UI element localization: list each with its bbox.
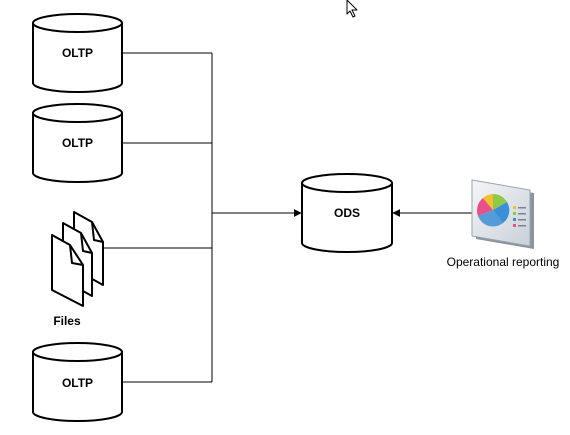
oltp-label-3: OLTP (62, 376, 93, 390)
files-label: Files (53, 314, 81, 328)
files-icon[interactable] (51, 211, 104, 307)
ods-database[interactable]: ODS (301, 173, 393, 253)
oltp-database-3[interactable]: OLTP (32, 342, 123, 422)
oltp-label-1: OLTP (62, 46, 93, 60)
mouse-cursor-icon (346, 0, 358, 18)
oltp-database-1[interactable]: OLTP (32, 13, 123, 93)
oltp-label-2: OLTP (62, 136, 93, 150)
connectors (103, 52, 472, 383)
oltp-database-2[interactable]: OLTP (32, 103, 123, 183)
pie-chart-report-icon[interactable] (471, 179, 534, 249)
operational-reporting-label: Operational reporting (447, 255, 560, 269)
ods-label: ODS (334, 206, 360, 220)
